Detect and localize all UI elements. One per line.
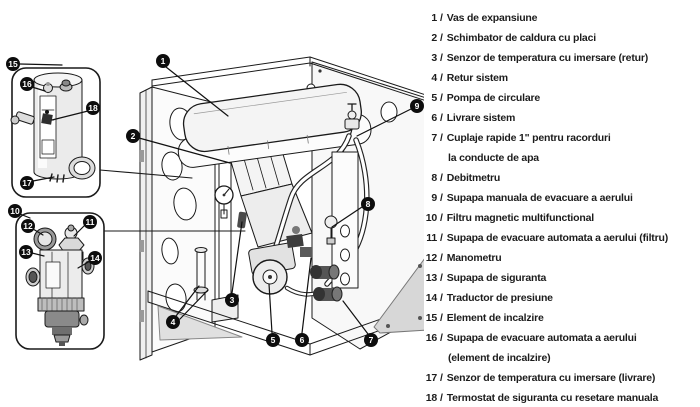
callout-9: 9 [410, 99, 424, 113]
legend-item-12: 12/Manometru [425, 252, 502, 264]
callout-1: 1 [156, 54, 170, 68]
svg-text:10: 10 [10, 206, 20, 216]
callout-8: 8 [361, 197, 375, 211]
svg-text:4: 4 [171, 317, 176, 327]
leader-lines [20, 64, 411, 334]
legend-item-17: 17/Senzor de temperatura cu imersare (li… [425, 372, 656, 384]
legend-item-3: 3/Senzor de temperatura cu imersare (ret… [431, 52, 649, 64]
legend-item-16-line2: (element de incalzire) [448, 352, 551, 364]
callout-10: 10 [8, 204, 22, 218]
legend-item-10: 10/Filtru magnetic multifunctional [425, 212, 594, 224]
connector-heating-element [100, 170, 192, 178]
svg-text:13: 13 [21, 247, 31, 257]
legend-item-1: 1/Vas de expansiune [431, 12, 538, 24]
svg-text:17: 17 [22, 178, 32, 188]
svg-text:3: 3 [230, 295, 235, 305]
legend-item-7-line2: la conducte de apa [448, 152, 539, 164]
callout-13: 13 [19, 245, 33, 259]
svg-text:2: 2 [131, 131, 136, 141]
legend-item-13: 13/Supapa de siguranta [425, 272, 547, 284]
svg-text:5: 5 [271, 335, 276, 345]
heating-element-detail-box [11, 68, 100, 197]
svg-text:8: 8 [366, 199, 371, 209]
legend-item-9: 9/Supapa manuala de evacuare a aerului [431, 192, 633, 204]
svg-text:7: 7 [369, 335, 374, 345]
legend-item-15: 15/Element de incalzire [425, 312, 544, 324]
callout-7: 7 [364, 333, 378, 347]
callout-18: 18 [86, 101, 100, 115]
callouts: 1 2 3 4 5 6 7 8 9 10 11 12 13 14 15 16 1… [6, 54, 424, 347]
callout-16: 16 [20, 77, 34, 91]
legend-item-7: 7/Cuplaje rapide 1" pentru racorduri [431, 132, 611, 144]
callout-3: 3 [225, 293, 239, 307]
svg-text:6: 6 [300, 335, 305, 345]
callout-17: 17 [20, 176, 34, 190]
legend-item-8: 8/Debitmetru [431, 172, 501, 184]
callout-12: 12 [21, 219, 35, 233]
legend-item-11: 11/Supapa de evacuare automata a aerului… [426, 232, 669, 244]
callout-5: 5 [266, 333, 280, 347]
callout-11: 11 [83, 215, 97, 229]
callout-4: 4 [166, 315, 180, 329]
legend-item-14: 14/Traductor de presiune [425, 292, 553, 304]
svg-text:18: 18 [88, 103, 98, 113]
svg-text:12: 12 [23, 221, 33, 231]
svg-text:15: 15 [8, 59, 18, 69]
legend: 1/Vas de expansiune 2/Schimbator de cald… [422, 8, 700, 407]
filter-detail-box [16, 213, 104, 349]
callout-15: 15 [6, 57, 20, 71]
legend-item-18: 18/Termostat de siguranta cu resetare ma… [425, 392, 659, 404]
svg-text:1: 1 [161, 56, 166, 66]
svg-text:14: 14 [90, 253, 100, 263]
callout-14: 14 [88, 251, 102, 265]
callout-6: 6 [295, 333, 309, 347]
legend-item-4: 4/Retur sistem [431, 72, 508, 84]
legend-item-2: 2/Schimbator de caldura cu placi [431, 32, 596, 44]
svg-text:9: 9 [415, 101, 420, 111]
svg-text:16: 16 [22, 79, 32, 89]
legend-item-5: 5/Pompa de circulare [431, 92, 540, 104]
main-unit-drawing [139, 57, 424, 360]
legend-item-6: 6/Livrare sistem [431, 112, 516, 124]
legend-item-16: 16/Supapa de evacuare automata a aerului [425, 332, 637, 344]
callout-2: 2 [126, 129, 140, 143]
svg-text:11: 11 [86, 217, 95, 227]
diagram-canvas: 1 2 3 4 5 6 7 8 9 10 11 12 13 14 15 16 1… [6, 54, 424, 407]
